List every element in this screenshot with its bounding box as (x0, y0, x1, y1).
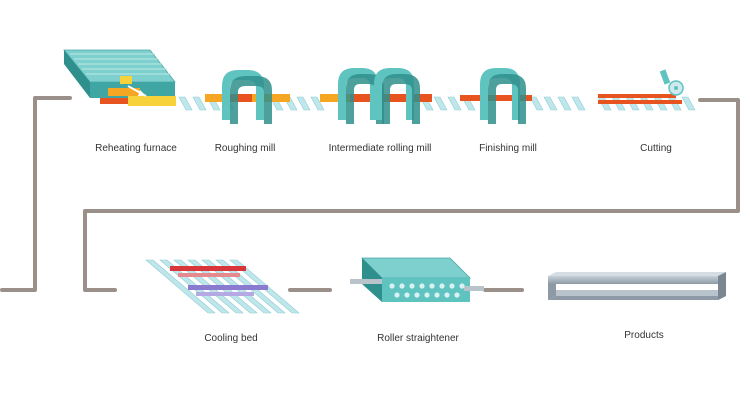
roller-straightener-icon (350, 257, 484, 302)
label-products: Products (624, 330, 664, 341)
products-icon (548, 272, 726, 300)
cooling-bed-icon (145, 259, 300, 314)
label-intermediate-rolling-mill: Intermediate rolling mill (328, 143, 432, 154)
reheating-furnace-icon (63, 49, 176, 106)
label-cooling-bed: Cooling bed (204, 333, 258, 344)
finishing-mill-icon (460, 68, 532, 124)
flow-line-return (83, 98, 740, 292)
label-cutting: Cutting (640, 143, 672, 154)
intermediate-rolling-mill-icon (320, 68, 432, 124)
label-reheating-furnace: Reheating furnace (95, 143, 177, 154)
flow-line-left (0, 96, 72, 292)
roughing-mill-icon (205, 70, 290, 124)
label-roller-straightener: Roller straightener (377, 333, 459, 344)
label-finishing-mill: Finishing mill (479, 143, 537, 154)
cutting-icon (598, 69, 684, 104)
label-roughing-mill: Roughing mill (214, 143, 276, 154)
flow-line (0, 96, 740, 292)
